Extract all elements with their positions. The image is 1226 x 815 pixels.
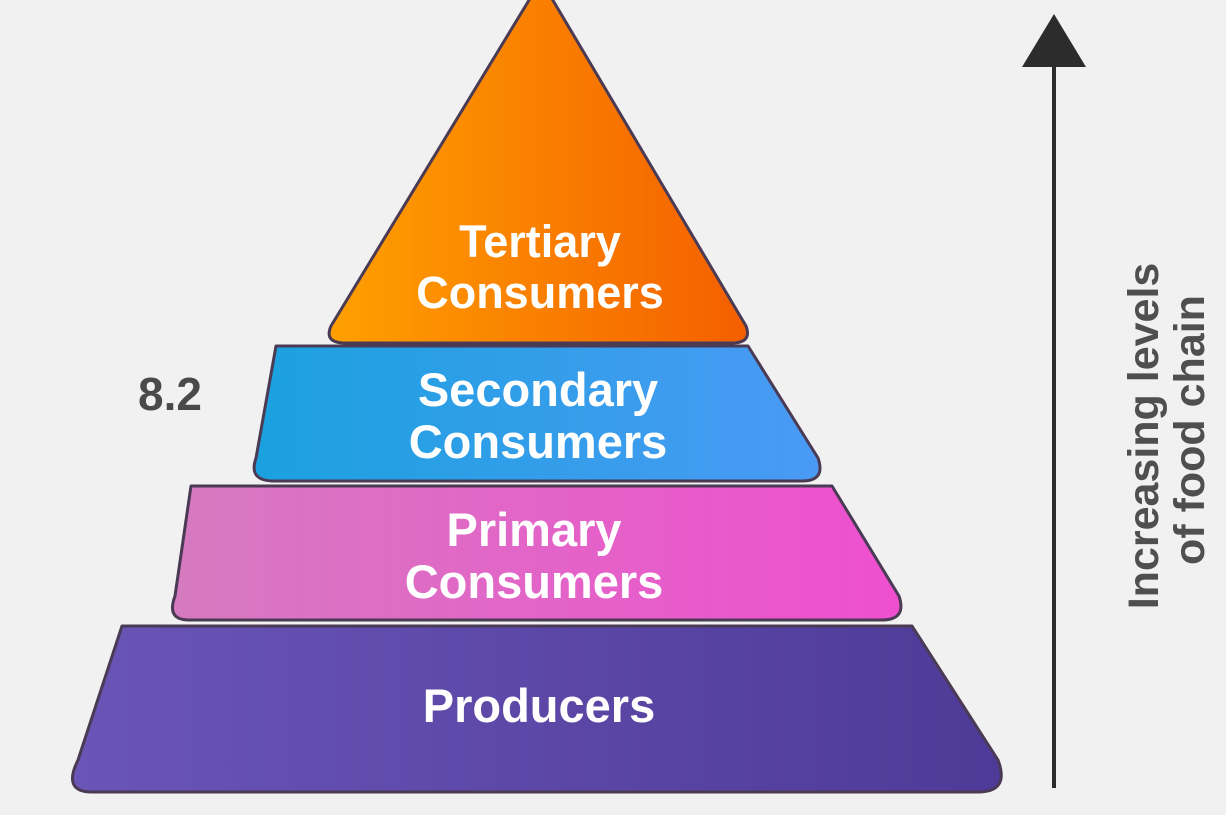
pyramid xyxy=(70,0,1003,794)
axis-label-line1: Increasing levels xyxy=(1120,263,1168,610)
axis-label: Increasing levels of food chain xyxy=(1120,251,1214,610)
tier-secondary-shape xyxy=(252,344,822,483)
increasing-levels-arrow xyxy=(1022,14,1086,788)
tier-labels: Tertiary Consumers Secondary Consumers P… xyxy=(405,216,668,732)
tertiary-line1: Tertiary xyxy=(459,216,621,267)
secondary-line1: Secondary xyxy=(418,363,658,416)
primary-line2: Consumers xyxy=(405,555,664,608)
producers-label: Producers xyxy=(423,679,655,732)
tier-producers-shape xyxy=(70,624,1003,794)
tier-tertiary-shape xyxy=(327,0,749,345)
axis-label-line2: of food chain xyxy=(1166,295,1214,565)
secondary-line2: Consumers xyxy=(409,415,668,468)
tertiary-line2: Consumers xyxy=(416,267,664,318)
figure-number: 8.2 xyxy=(138,368,202,420)
arrow-head-icon xyxy=(1022,14,1086,67)
tier-primary-shape xyxy=(171,484,903,622)
primary-line1: Primary xyxy=(446,503,621,556)
